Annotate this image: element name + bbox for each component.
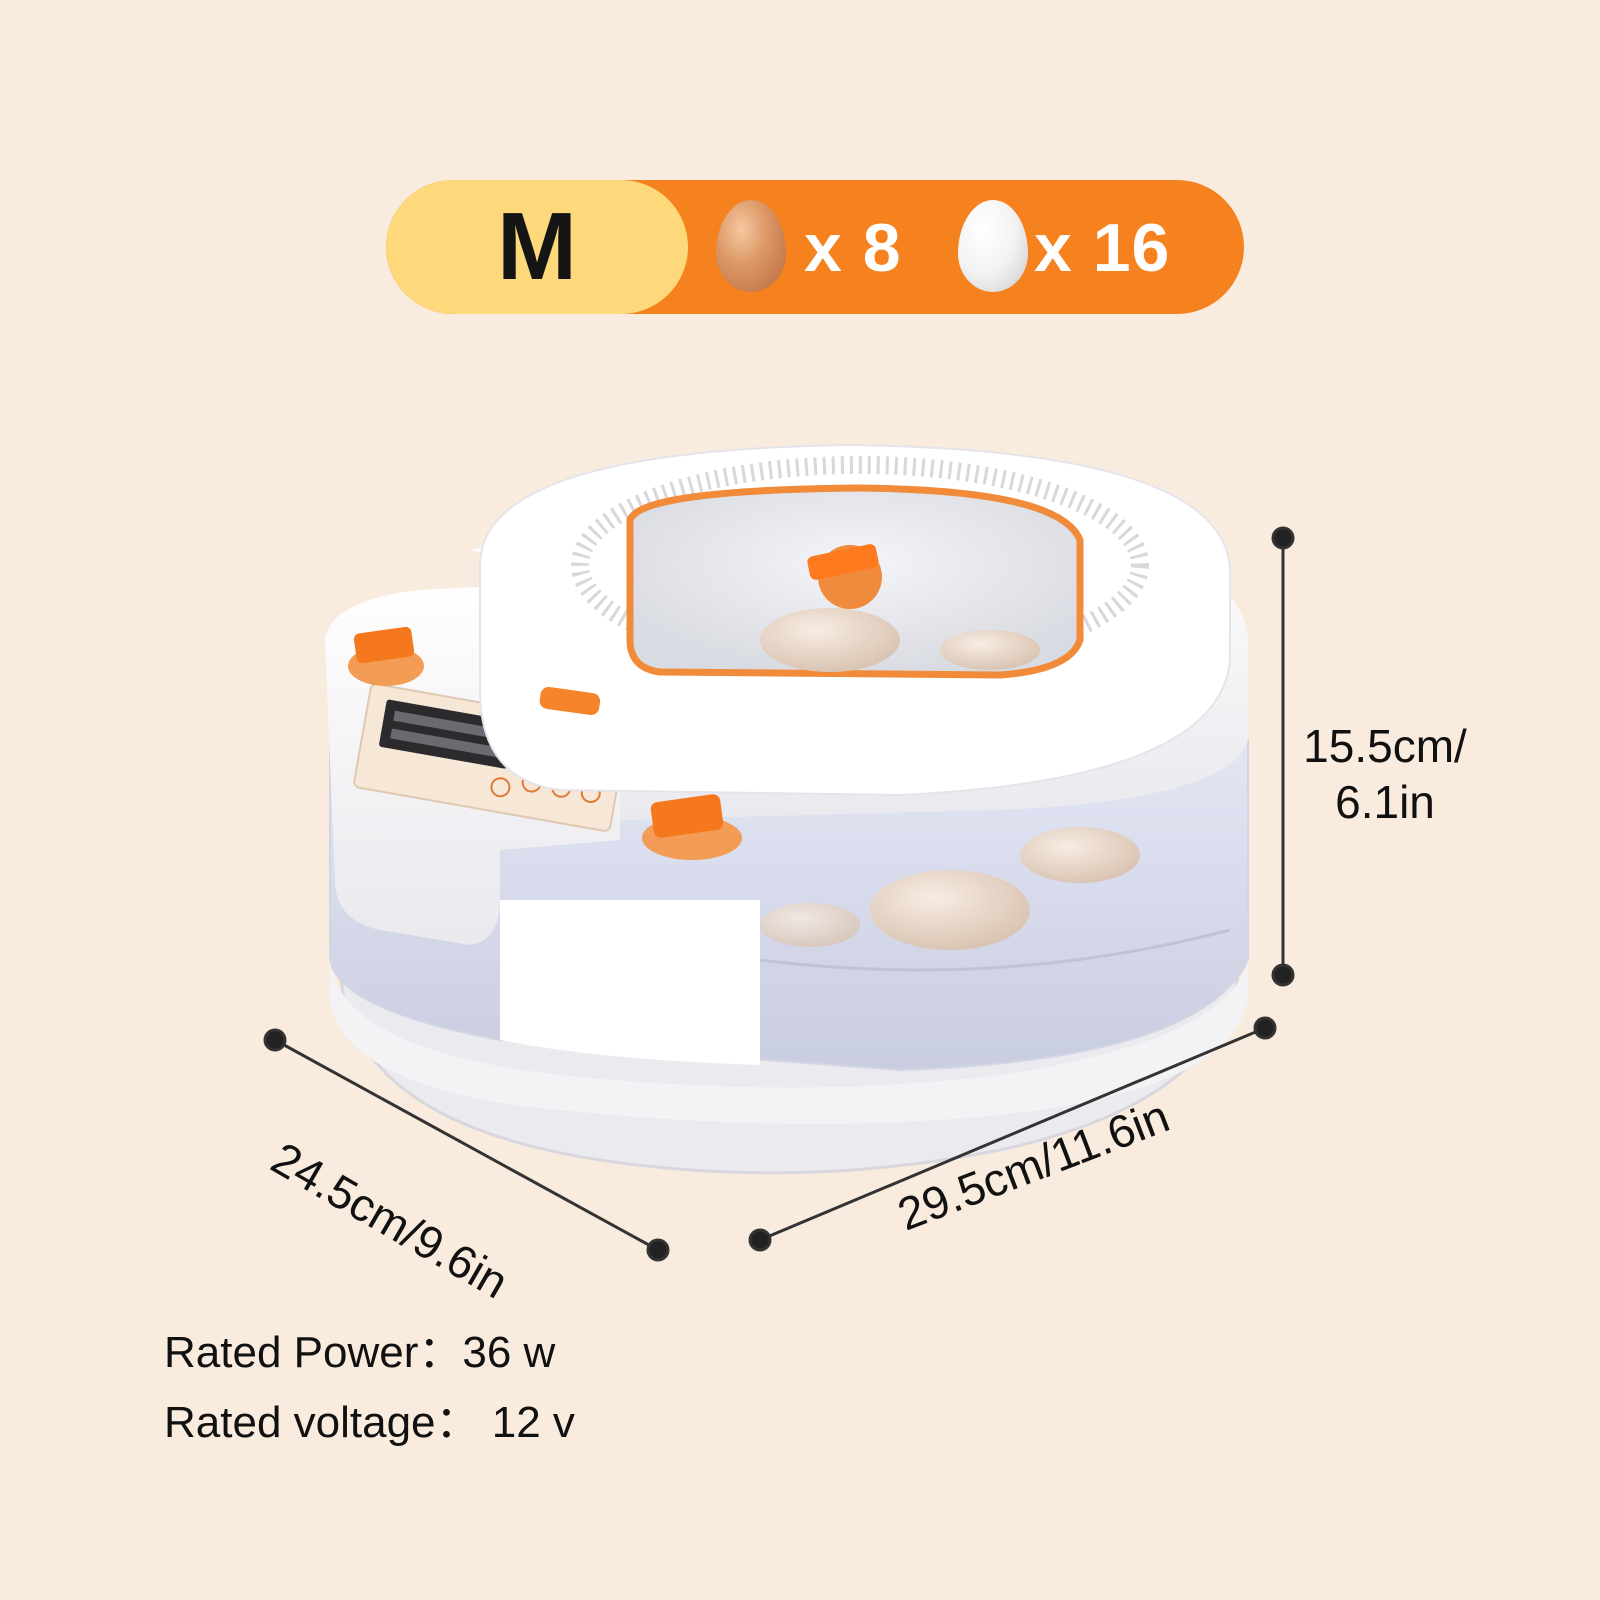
rated-power: Rated Power：36 w (164, 1328, 556, 1377)
dimension-lines (263, 526, 1295, 1262)
height-line-1: 15.5cm/ (1303, 720, 1467, 772)
center-knob-handle (807, 544, 879, 580)
panel-button (490, 777, 511, 798)
white-egg-count: x 16 (1034, 210, 1171, 286)
lid-latch (539, 686, 601, 716)
rated-voltage: Rated voltage： 12 v (164, 1398, 575, 1447)
height-dimension-label: 15.5cm/ 6.1in (1290, 718, 1480, 830)
specs-list: Rated Power：36 w Rated voltage： 12 v (164, 1318, 575, 1458)
lid (479, 443, 1231, 797)
egg-inside (1020, 827, 1140, 883)
size-label: M (386, 180, 688, 314)
egg-inside (870, 870, 1030, 950)
lower-band (330, 960, 1248, 1124)
brown-egg-count: x 8 (804, 210, 902, 286)
egg-inside (760, 903, 860, 947)
white-egg-icon (958, 200, 1028, 292)
height-line-2: 6.1in (1335, 776, 1435, 828)
capacity-badge: M x 8 x 16 (386, 180, 1244, 314)
adjust-knob (348, 626, 424, 686)
adjust-knob (642, 794, 742, 860)
brown-egg-icon (716, 200, 786, 292)
